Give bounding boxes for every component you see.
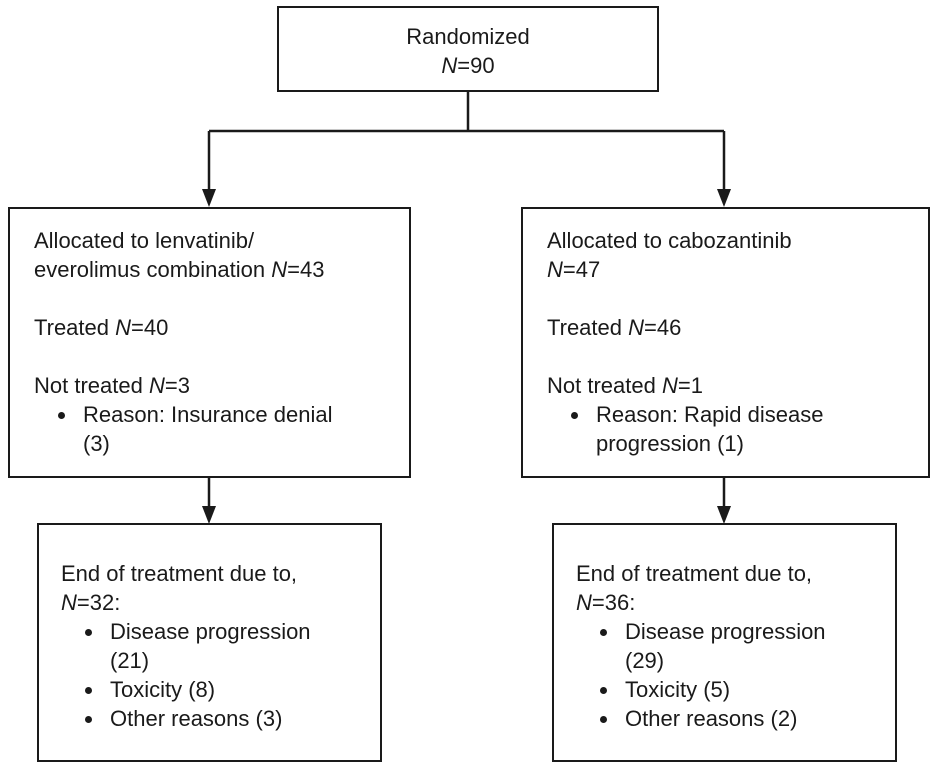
right-allocation-box: Allocated to cabozantinib N=47 Treated N… [521, 207, 930, 478]
left-end-reasons: Disease progression(21) Toxicity (8) Oth… [61, 617, 380, 733]
left-reason-item: Reason: Insurance denial(3) [34, 400, 409, 458]
right-end-reasons: Disease progression(29) Toxicity (5) Oth… [576, 617, 895, 733]
left-not-treated: Not treated N=3 [34, 373, 190, 398]
randomized-box: Randomized N=90 [277, 6, 659, 92]
right-end-item-disease-progression: Disease progression(29) [576, 617, 895, 675]
right-not-treated: Not treated N=1 [547, 373, 703, 398]
left-down-arrowhead [202, 506, 216, 524]
right-allocation-line1: Allocated to cabozantinib [547, 228, 792, 253]
left-branch-arrowhead [202, 189, 216, 207]
left-treated: Treated N=40 [34, 315, 169, 340]
left-end-of-treatment-box: End of treatment due to, N=32: Disease p… [37, 523, 382, 762]
right-allocation-n: N=47 [547, 257, 601, 282]
right-end-n: N=36: [576, 590, 636, 615]
left-end-heading: End of treatment due to, [61, 561, 298, 586]
randomized-title: Randomized [406, 24, 530, 49]
left-end-item-disease-progression: Disease progression(21) [61, 617, 380, 675]
right-end-item-toxicity: Toxicity (5) [576, 675, 895, 704]
left-allocation-line1: Allocated to lenvatinib/ [34, 228, 255, 253]
right-treated: Treated N=46 [547, 315, 682, 340]
randomized-n: N=90 [441, 53, 495, 78]
left-allocation-line2: everolimus combination N=43 [34, 257, 325, 282]
right-branch-arrowhead [717, 189, 731, 207]
left-end-item-toxicity: Toxicity (8) [61, 675, 380, 704]
right-end-item-other: Other reasons (2) [576, 704, 895, 733]
right-end-of-treatment-box: End of treatment due to, N=36: Disease p… [552, 523, 897, 762]
left-end-n: N=32: [61, 590, 121, 615]
left-allocation-box: Allocated to lenvatinib/ everolimus comb… [8, 207, 411, 478]
right-end-heading: End of treatment due to, [576, 561, 813, 586]
right-down-arrowhead [717, 506, 731, 524]
left-reason-list: Reason: Insurance denial(3) [34, 400, 409, 458]
left-end-item-other: Other reasons (3) [61, 704, 380, 733]
